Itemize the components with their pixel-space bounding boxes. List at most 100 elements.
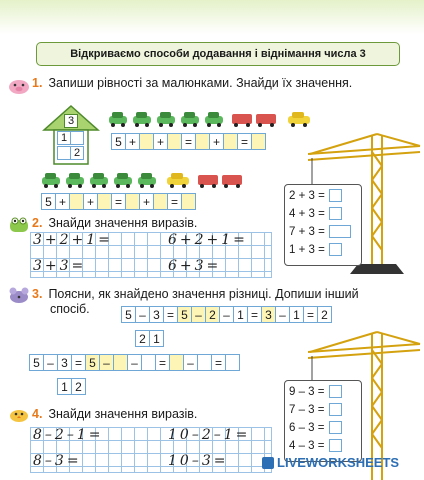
- task4-heading: 4. Знайди значення виразів.: [32, 407, 197, 421]
- red-cars-row1: [232, 114, 276, 127]
- crane-2-icon: [307, 331, 421, 480]
- t1r2-cell-10[interactable]: [181, 193, 196, 210]
- t1r1-cell-10[interactable]: [251, 133, 266, 150]
- crane1-line-3: 1 + 3 =: [289, 243, 342, 256]
- task2-expr2: 6+2+1=: [168, 232, 248, 248]
- crane1-expr-2: 7 + 3 =: [289, 225, 325, 238]
- crane2-expr-0: 9 – 3 =: [289, 385, 325, 398]
- t1r1-cell-8[interactable]: [223, 133, 238, 150]
- t3r2-cell-8[interactable]: [141, 354, 156, 371]
- task2-expr4: 6+3=: [168, 258, 222, 274]
- task1-text: Запиши рівності за малюнками. Знайди їх …: [48, 76, 353, 90]
- t1r2-cell-9: =: [167, 193, 182, 210]
- crane1-line-1: 4 + 3 =: [289, 207, 342, 220]
- t3r2-cell-11: –: [183, 354, 198, 371]
- yellow-car-row1: [288, 112, 310, 127]
- house-mid-number: 1: [57, 131, 71, 145]
- task2-number: 2.: [32, 216, 43, 230]
- t3s1-cell-1: 1: [149, 330, 164, 347]
- task1-equation-row1: 5++=+=: [111, 133, 266, 150]
- t1r2-cell-3: +: [83, 193, 98, 210]
- t1r2-cell-5: =: [111, 193, 126, 210]
- green-cars-row1: [109, 112, 223, 127]
- t1r1-cell-1: +: [125, 133, 140, 150]
- crane2-expr-3: 4 – 3 =: [289, 439, 325, 452]
- task4-expr3: 8–3=: [33, 453, 82, 469]
- t3r2-cell-9: =: [155, 354, 170, 371]
- task3-equation-row2: 5–3=5––=–=: [29, 354, 240, 371]
- logo-mark-icon: [262, 456, 274, 469]
- crane1-answer-3[interactable]: [328, 243, 342, 256]
- task4-grid[interactable]: [30, 427, 272, 473]
- task4-text: Знайди значення виразів.: [48, 407, 198, 421]
- crane1-expr-0: 2 + 3 =: [289, 189, 325, 202]
- crane2-line-0: 9 – 3 =: [289, 385, 342, 398]
- green-cars-row2: [42, 173, 156, 188]
- t1r2-cell-1: +: [55, 193, 70, 210]
- t3r1-cell-10: 3: [261, 306, 276, 323]
- task1-equation-row2: 5++=+=: [41, 193, 196, 210]
- crane2-expr-1: 7 – 3 =: [289, 403, 325, 416]
- t1r2-cell-6[interactable]: [125, 193, 140, 210]
- crane2-line-1: 7 – 3 =: [289, 403, 342, 416]
- chick-icon: [8, 405, 30, 428]
- page-title-text: Відкриваємо способи додавання і відніман…: [70, 48, 366, 60]
- t3r1-cell-7: –: [219, 306, 234, 323]
- t3r2-cell-1: –: [43, 354, 58, 371]
- t1r2-cell-2[interactable]: [69, 193, 84, 210]
- t3r2-cell-2: 3: [57, 354, 72, 371]
- t3r1-cell-3: =: [163, 306, 178, 323]
- t1r2-cell-4[interactable]: [97, 193, 112, 210]
- crane-1-icon: [307, 133, 421, 274]
- task3-heading: 3. Поясни, як знайдено значення різниці.…: [32, 287, 392, 301]
- mouse-icon: [8, 286, 30, 309]
- task2-expr1: 3+2+1=: [33, 232, 113, 248]
- task2-grid[interactable]: [30, 232, 272, 278]
- t3r2-cell-10[interactable]: [169, 354, 184, 371]
- task2-heading: 2. Знайди значення виразів.: [32, 216, 197, 230]
- house-bottom-answer[interactable]: [57, 146, 71, 160]
- t3r1-cell-13: =: [303, 306, 318, 323]
- t3r1-cell-0: 5: [121, 306, 136, 323]
- t3r2-cell-6[interactable]: [113, 354, 128, 371]
- task1-number: 1.: [32, 76, 43, 90]
- t3r1-cell-1: –: [135, 306, 150, 323]
- t3r1-cell-8: 1: [233, 306, 248, 323]
- t1r1-cell-2[interactable]: [139, 133, 154, 150]
- t1r1-cell-6[interactable]: [195, 133, 210, 150]
- crane2-answer-1[interactable]: [328, 403, 342, 416]
- t3s2-cell-0: 1: [57, 378, 72, 395]
- house-bottom-number: 2: [70, 146, 84, 160]
- crane1-answer-2[interactable]: [328, 225, 351, 238]
- crane2-answer-2[interactable]: [328, 421, 342, 434]
- t3r1-cell-14: 2: [317, 306, 332, 323]
- crane-2-card: [284, 380, 362, 462]
- t3s1-cell-0: 2: [135, 330, 150, 347]
- t3r2-cell-12[interactable]: [197, 354, 212, 371]
- crane2-answer-3[interactable]: [328, 439, 342, 452]
- t1r2-cell-8[interactable]: [153, 193, 168, 210]
- task4-expr2: 10–2–1=: [168, 427, 251, 443]
- crane1-answer-0[interactable]: [328, 189, 342, 202]
- task3-number: 3.: [32, 287, 43, 301]
- t3s2-cell-1: 2: [71, 378, 86, 395]
- t3r1-cell-11: –: [275, 306, 290, 323]
- t3r2-cell-4: 5: [85, 354, 100, 371]
- t3r1-cell-9: =: [247, 306, 262, 323]
- t1r1-cell-7: +: [209, 133, 224, 150]
- crane1-expr-3: 1 + 3 =: [289, 243, 325, 256]
- task3-text-line2-wrap: спосіб.: [50, 302, 90, 316]
- task2-expr3: 3+3=: [33, 258, 87, 274]
- red-cars-row2: [198, 175, 242, 188]
- t3r2-cell-14[interactable]: [225, 354, 240, 371]
- crane1-answer-1[interactable]: [328, 207, 342, 220]
- task1-heading: 1. Запиши рівності за малюнками. Знайди …: [32, 76, 352, 90]
- task3-equation-row1: 5–3=5–2–1=3–1=2: [121, 306, 332, 323]
- yellow-car-row2: [167, 173, 189, 188]
- crane2-answer-0[interactable]: [328, 385, 342, 398]
- house-mid-answer[interactable]: [70, 131, 84, 145]
- top-band: [0, 0, 424, 34]
- t1r1-cell-3: +: [153, 133, 168, 150]
- t1r1-cell-4[interactable]: [167, 133, 182, 150]
